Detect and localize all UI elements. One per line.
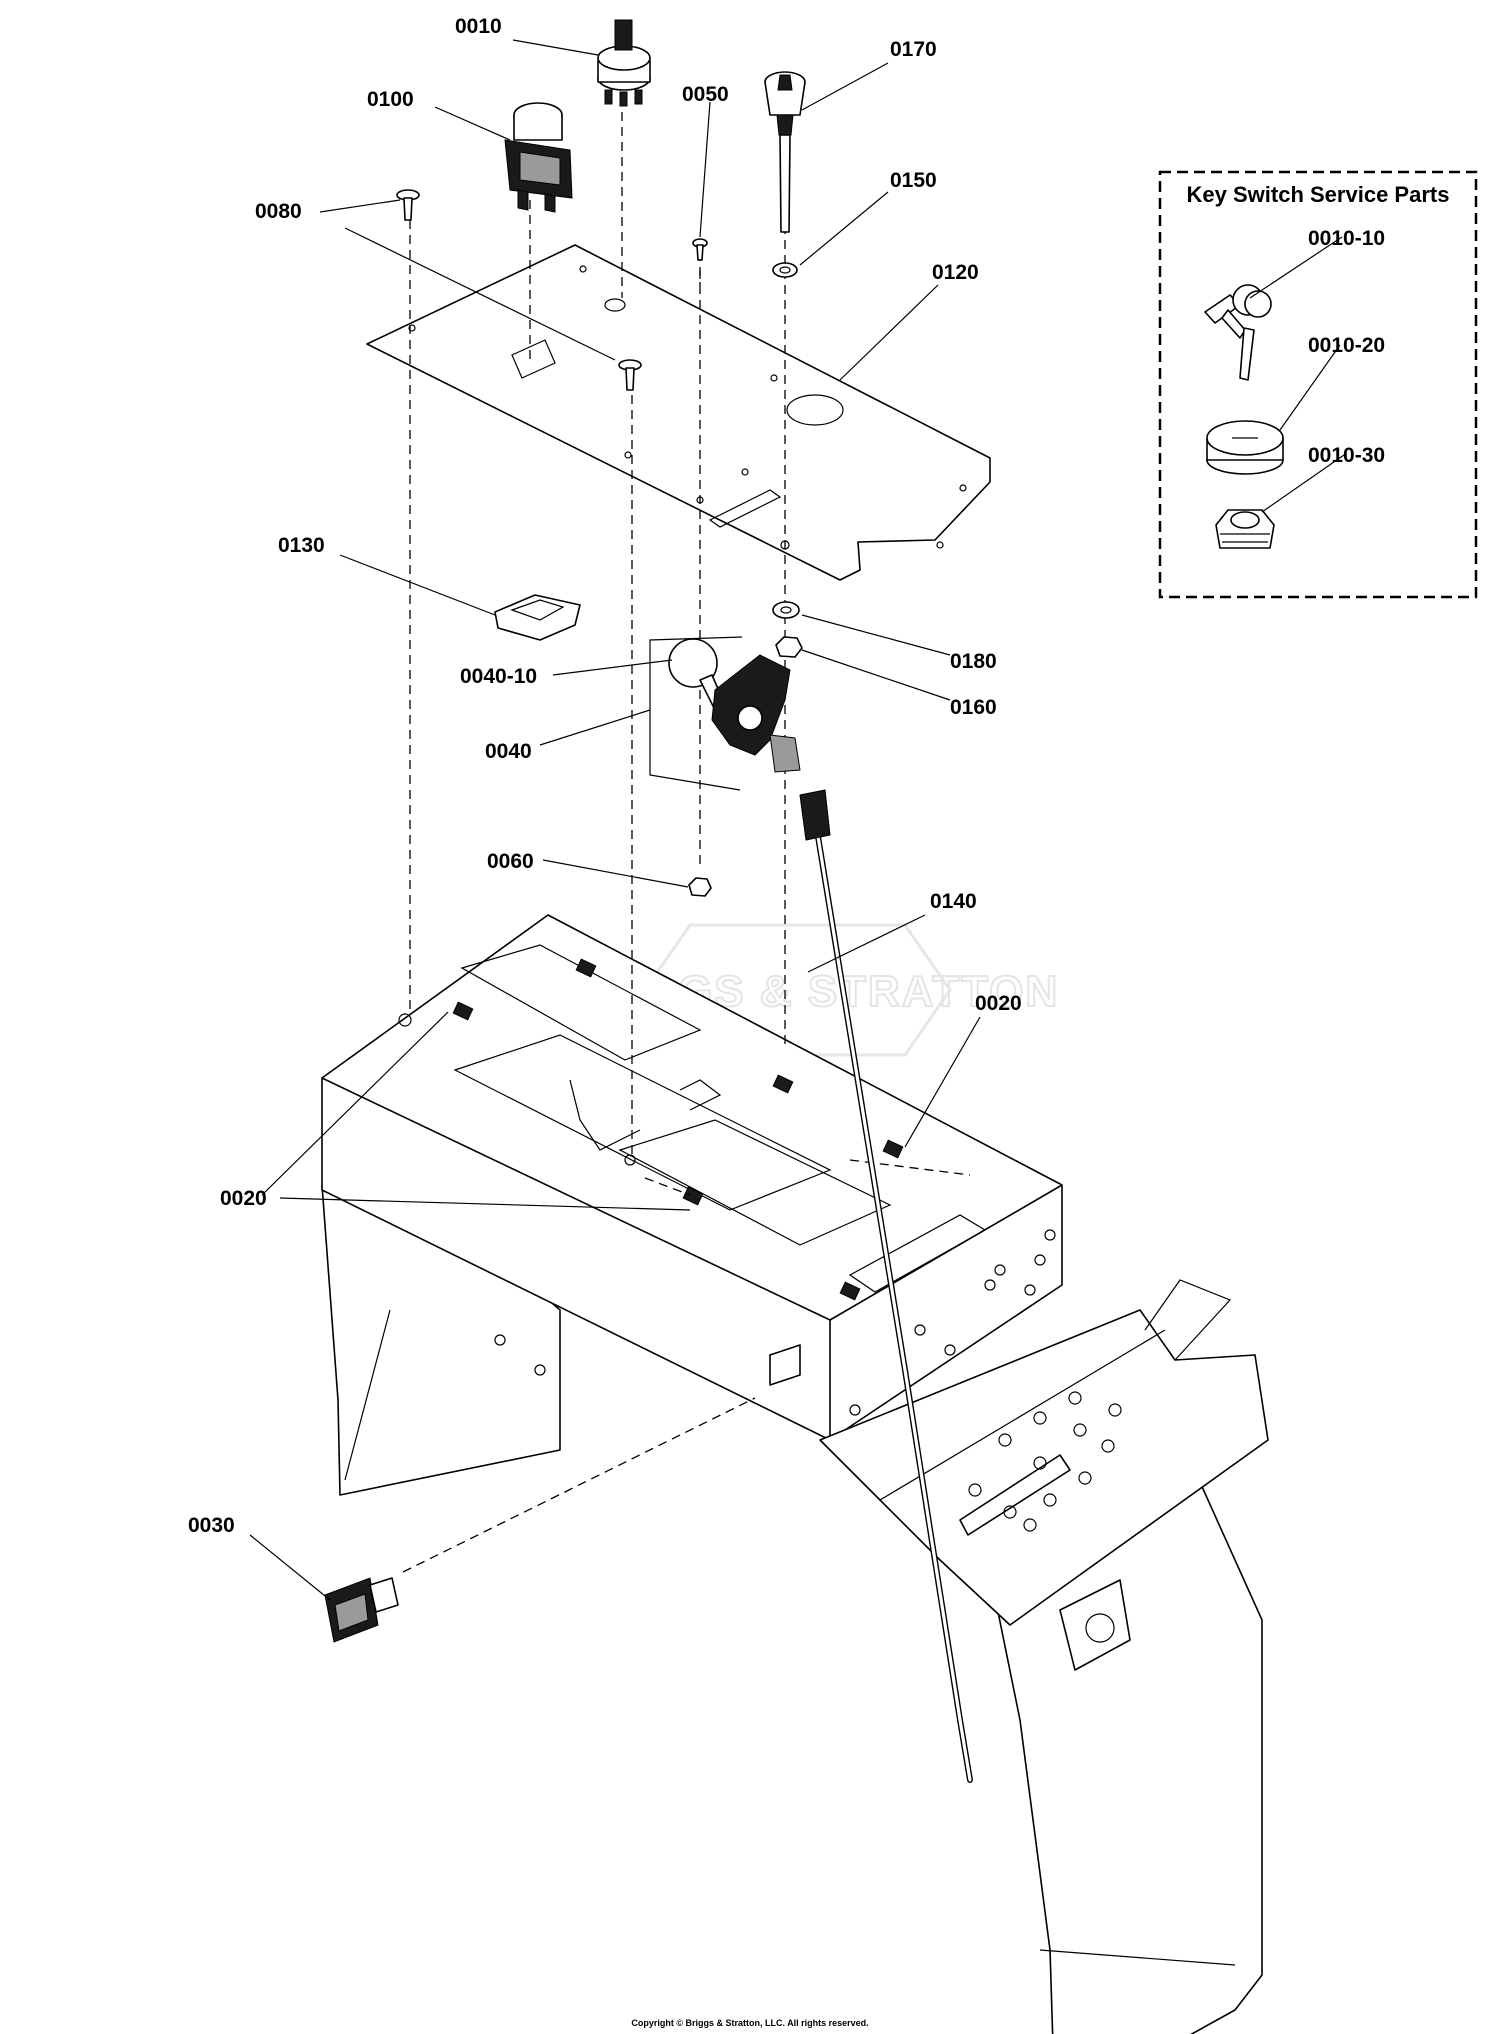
callout-0010-20: 0010-20 — [1308, 334, 1385, 357]
washer-0180 — [772, 601, 800, 619]
screw-0050 — [692, 238, 708, 261]
pto-switch — [504, 102, 573, 213]
callout-0020-right: 0020 — [975, 992, 1022, 1015]
callout-0050: 0050 — [682, 83, 729, 106]
callout-0010-10: 0010-10 — [1308, 227, 1385, 250]
keys-icon — [1204, 284, 1272, 381]
switch-body-icon — [1215, 509, 1275, 549]
callout-0160: 0160 — [950, 696, 997, 719]
callout-0100: 0100 — [367, 88, 414, 111]
callout-0080: 0080 — [255, 200, 302, 223]
screws-0080 — [396, 189, 642, 391]
callout-0140: 0140 — [930, 890, 977, 913]
callout-0150: 0150 — [890, 169, 937, 192]
callout-0130: 0130 — [278, 534, 325, 557]
control-panel-plate — [366, 244, 991, 581]
callout-0010-30: 0010-30 — [1308, 444, 1385, 467]
copyright-notice: Copyright © Briggs & Stratton, LLC. All … — [631, 2018, 868, 2028]
leader-lines — [249, 39, 1345, 1601]
throttle-control — [649, 636, 801, 791]
choke-control — [764, 71, 806, 233]
callout-labels: 0010 0100 0050 0170 0150 0080 0120 0130 … — [188, 15, 1385, 1537]
callout-0120: 0120 — [932, 261, 979, 284]
callout-0040-10: 0040-10 — [460, 665, 537, 688]
washer-0150 — [772, 262, 798, 278]
bezel-0130 — [494, 594, 581, 641]
nut-0160 — [775, 636, 803, 658]
callout-0030: 0030 — [188, 1514, 235, 1537]
callout-0170: 0170 — [890, 38, 937, 61]
callout-0180: 0180 — [950, 650, 997, 673]
key-cap-icon — [1206, 420, 1284, 475]
callout-0020-left: 0020 — [220, 1187, 267, 1210]
throttle-cable — [799, 789, 973, 1783]
key-switch-service-parts-inset: Key Switch Service Parts — [1158, 170, 1478, 599]
callout-0040: 0040 — [485, 740, 532, 763]
key-switch — [597, 19, 651, 107]
inset-title: Key Switch Service Parts — [1187, 182, 1450, 207]
nut-0060 — [688, 877, 712, 897]
callout-0010: 0010 — [455, 15, 502, 38]
seat-switch-0030 — [324, 1577, 399, 1643]
callout-0060: 0060 — [487, 850, 534, 873]
